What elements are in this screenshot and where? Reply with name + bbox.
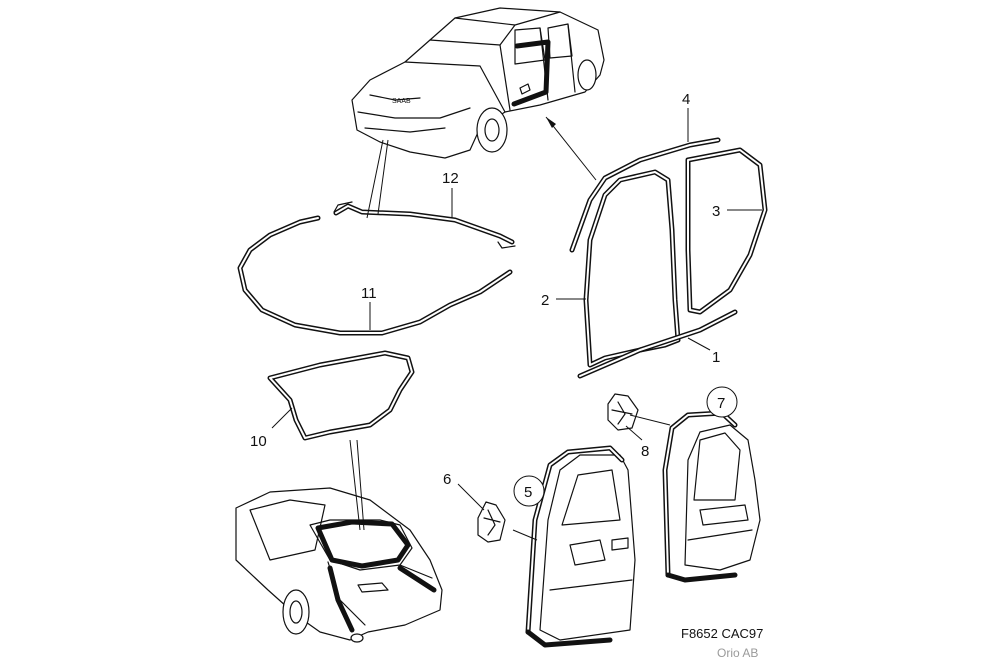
part-4-strip [569, 137, 721, 253]
callout-8: 8 [641, 443, 649, 460]
callout-4: 4 [682, 91, 690, 108]
callout-6: 6 [443, 471, 451, 488]
reference-code: F8652 CAC97 [681, 626, 763, 641]
callout-2: 2 [541, 292, 549, 309]
callout-labels: 4 3 2 1 12 11 10 6 8 5 7 [250, 91, 738, 507]
part-10-seal [267, 350, 415, 441]
part-12-seal [333, 201, 516, 249]
callout-5: 5 [524, 484, 532, 501]
part-5-front-door [525, 445, 636, 648]
part-1-strip [577, 309, 738, 379]
callout-10: 10 [250, 433, 267, 450]
callout-7: 7 [717, 395, 725, 412]
reference-source: Orio AB [717, 646, 758, 660]
callout-7-circle [706, 386, 738, 418]
part-6-clip [477, 501, 506, 543]
callout-12: 12 [442, 170, 459, 187]
svg-text:SAAB: SAAB [392, 98, 411, 105]
callout-3: 3 [712, 203, 720, 220]
car-front-view: SAAB [351, 7, 605, 159]
part-11-seal [237, 215, 513, 336]
part-3-seal [685, 147, 768, 315]
car-rear-view [235, 487, 443, 643]
callout-5-circle [513, 475, 545, 507]
callout-1: 1 [712, 349, 720, 366]
leader-lines [271, 108, 762, 541]
part-2-seal [583, 169, 681, 368]
part-7-rear-door [662, 410, 761, 583]
callout-11: 11 [361, 285, 377, 302]
part-8-clip [607, 393, 639, 431]
